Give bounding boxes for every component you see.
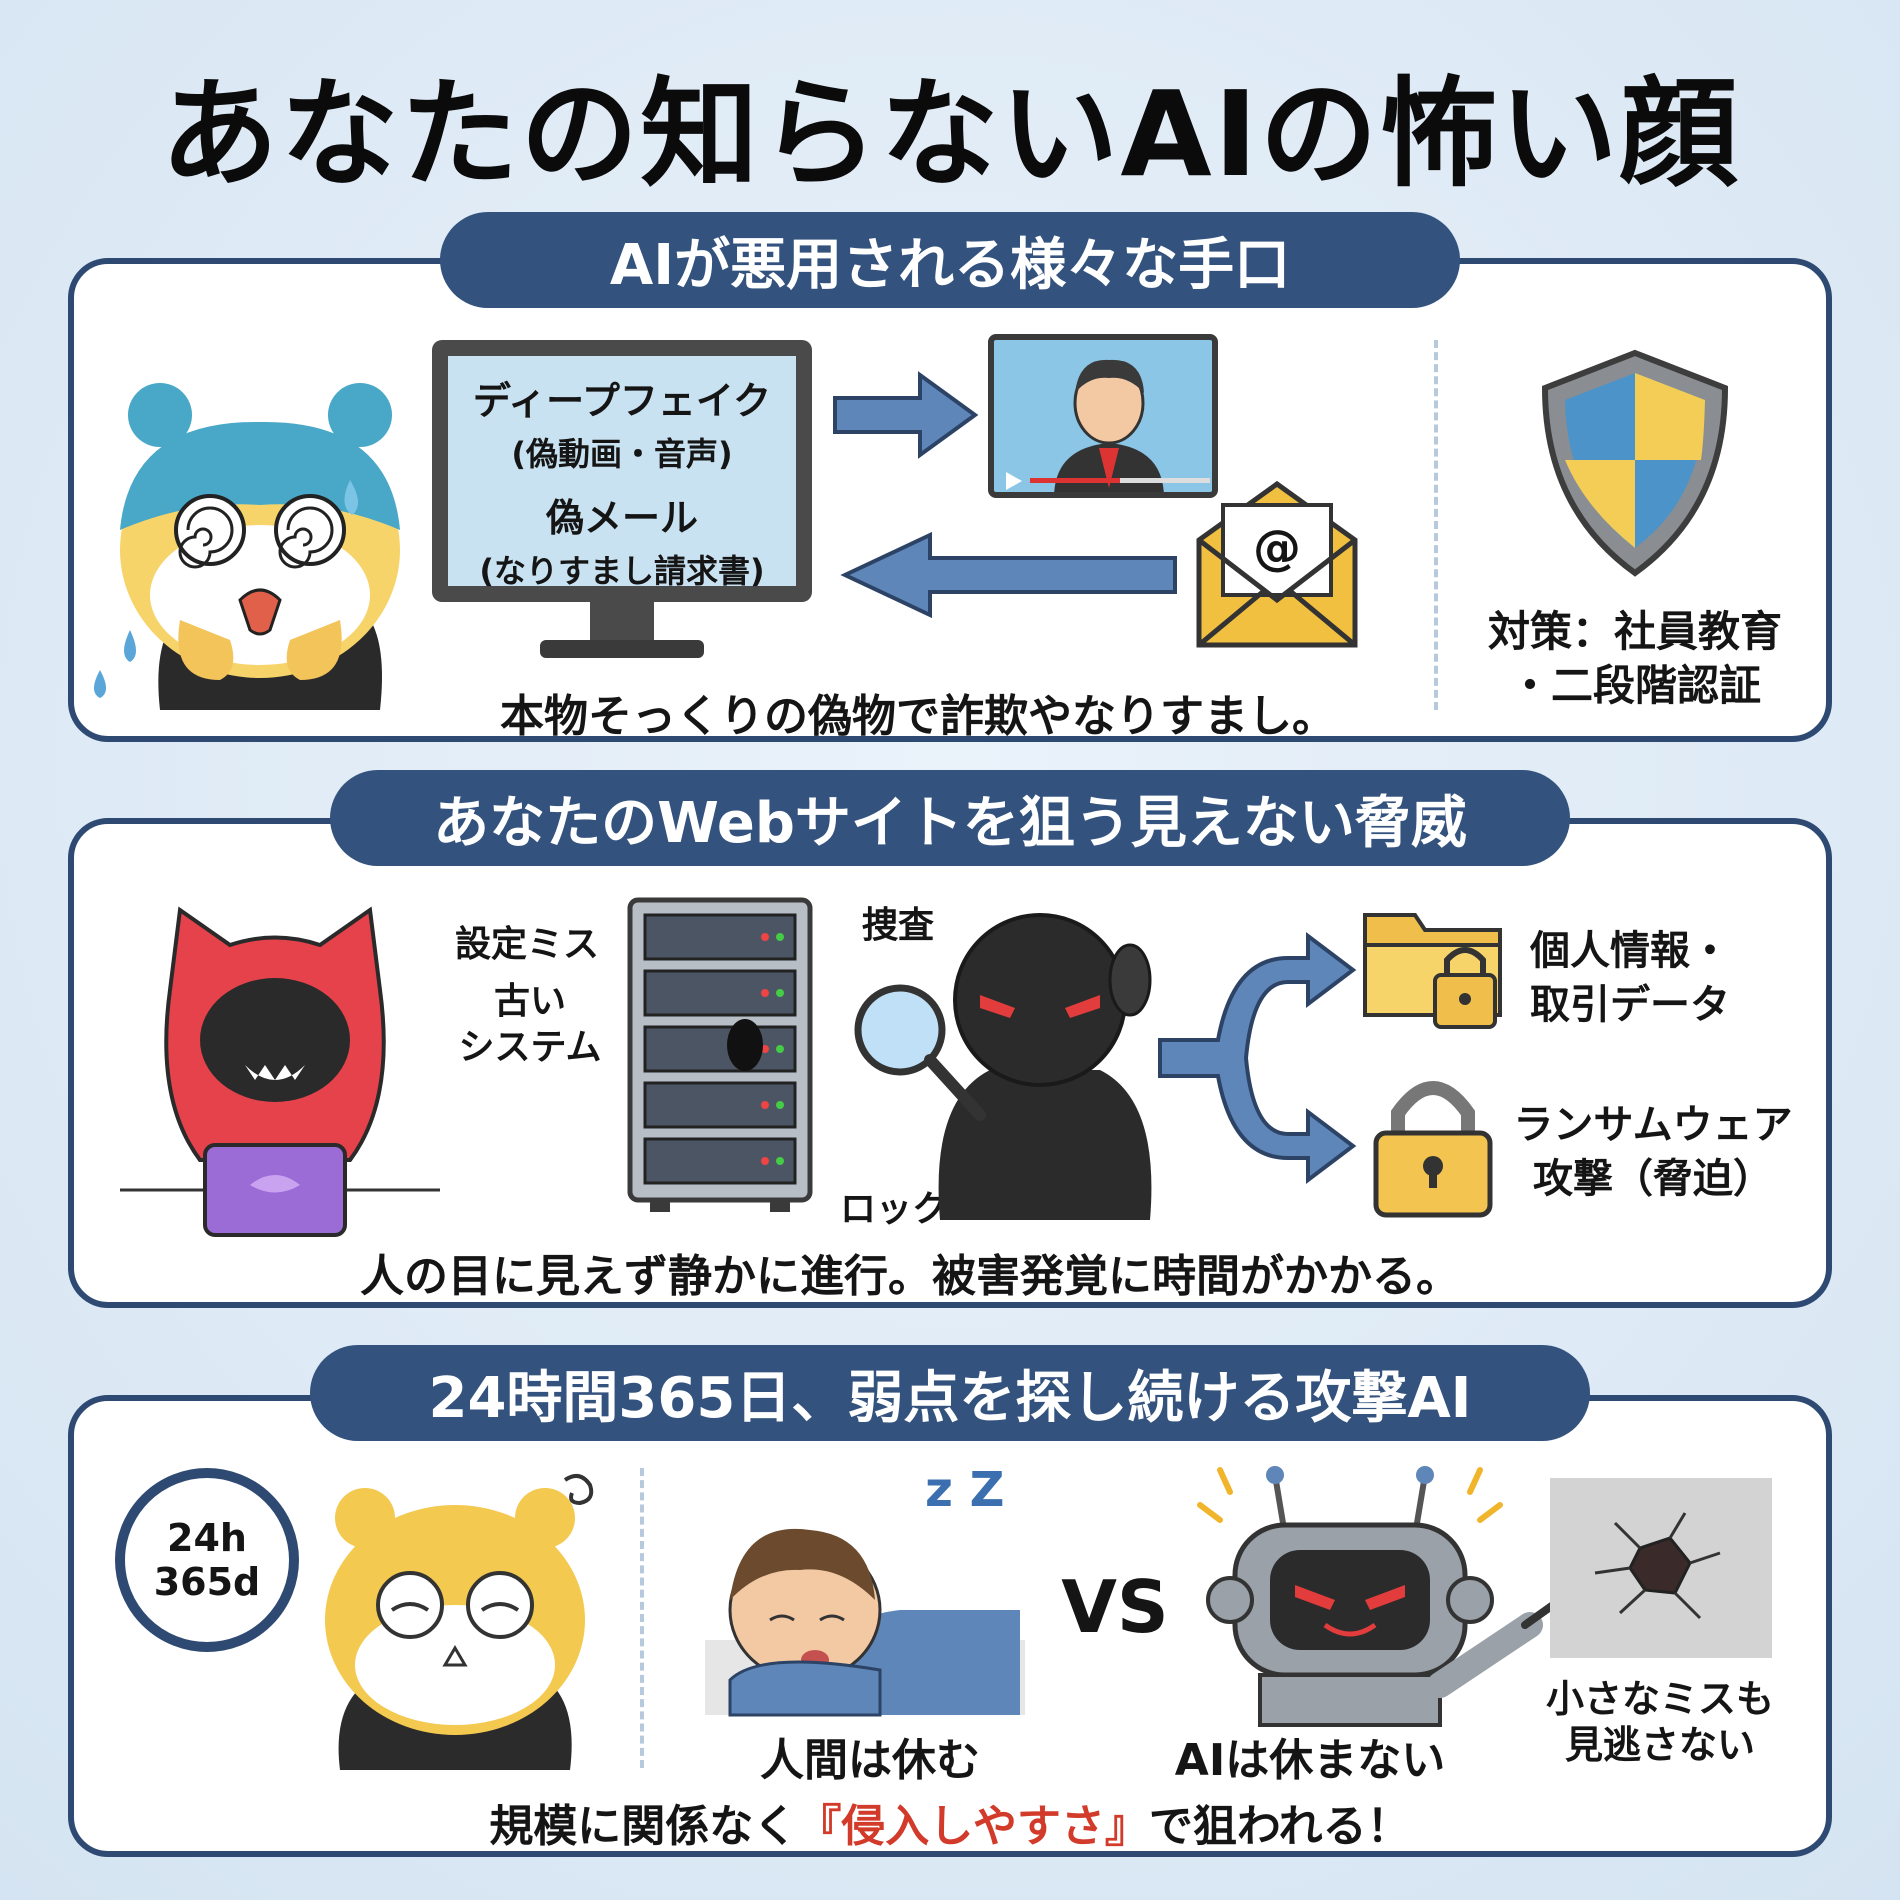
label-data-2: 取引データ (1530, 982, 1730, 1028)
clock-line-24h: 24h (167, 1516, 247, 1560)
label-ransom-1: ランサムウェア (1513, 1102, 1793, 1148)
email-envelope-icon (1196, 480, 1358, 648)
arrow-left-icon (840, 531, 1177, 619)
clock-line-365d: 365d (153, 1560, 261, 1604)
news-anchor-icon (1054, 359, 1164, 492)
countermeasure-line1: 対策：社員教育 (1487, 607, 1782, 656)
label-ransom-2: 攻撃（脅迫） (1533, 1156, 1773, 1202)
arrow-right-icon (833, 371, 979, 459)
crack-label-1: 小さなミスも (1545, 1677, 1774, 1721)
monitor-line-deepfake: ディープフェイク (472, 379, 772, 423)
versus-label: VS (1061, 1565, 1169, 1649)
tired-hamster-illustration (325, 1474, 594, 1770)
section1-divider (1434, 340, 1438, 710)
section-attack-ai-header: 24時間365日、弱点を探し続ける攻撃AI (310, 1345, 1590, 1441)
label-data-1: 個人情報・ (1530, 928, 1730, 974)
section-ai-abuse-header: AIが悪用される様々な手口 (440, 212, 1460, 308)
hacker-magnifier-illustration (854, 913, 1152, 1220)
play-icon (1006, 472, 1022, 490)
label-misconfig: 設定ミス (455, 924, 600, 965)
monitor-base (540, 640, 704, 658)
section-attack-ai-caption: 規模に関係なく『侵入しやすさ』で狙われる！ (0, 1790, 1900, 1854)
caption-after: で狙われる！ (1148, 1801, 1411, 1852)
section-web-threat-caption: 人の目に見えず静かに進行。被害発覚に時間がかかる。 (360, 1251, 1460, 1302)
sleep-z-letters: z Z (925, 1462, 1005, 1518)
ai-never-rests-label: AIは休まない (1174, 1735, 1446, 1786)
monitor-stand (590, 602, 654, 642)
page-title: あなたの知らないAIの怖い顔 (160, 65, 1740, 203)
label-search: 捜査 (862, 905, 935, 946)
label-lock: ロック (840, 1189, 949, 1230)
padlock-icon (1373, 1081, 1493, 1218)
countermeasure-line2: ・二段階認証 (1508, 661, 1761, 710)
video-progress-bar (1030, 478, 1210, 483)
shield-icon (1541, 349, 1729, 577)
section-web-threat-header: あなたのWebサイトを狙う見えない脅威 (330, 770, 1570, 866)
section3-divider (640, 1468, 644, 1768)
label-old-system-2: システム (458, 1027, 602, 1068)
attack-robot-illustration (1197, 1466, 1564, 1727)
clock-24h-icon: 24h 365d (115, 1468, 299, 1652)
monitor-line-invoice: (なりすまし請求書) (479, 552, 765, 590)
monitor-line-fake-mail: 偽メール (545, 496, 698, 540)
crack-hole-icon (1594, 1512, 1721, 1620)
sleeping-human-illustration (705, 1528, 1025, 1717)
wall-crack-tile (1550, 1478, 1772, 1658)
caption-before: 規模に関係なく (489, 1801, 798, 1852)
human-rests-label: 人間は休む (760, 1735, 980, 1786)
crack-label-2: 見逃さない (1564, 1723, 1755, 1767)
monitor-line-fake-video: (偽動画・音声) (511, 435, 733, 473)
branching-arrow-icon (1158, 931, 1357, 1185)
fake-video-thumbnail (988, 334, 1218, 498)
label-old-system-1: 古い (493, 981, 566, 1022)
email-at-symbol: @ (1253, 520, 1301, 576)
worried-hamster-illustration (94, 383, 400, 710)
section-ai-abuse-caption: 本物そっくりの偽物で詐欺やなりすまし。 (500, 691, 1336, 742)
monitor-screen: ディープフェイク (偽動画・音声) 偽メール (なりすまし請求書) (432, 340, 812, 602)
server-rack-icon (627, 897, 813, 1212)
hooded-hacker-illustration (120, 906, 440, 1237)
caption-highlight: 『侵入しやすさ』 (797, 1801, 1149, 1852)
locked-folder-icon (1363, 913, 1502, 1029)
